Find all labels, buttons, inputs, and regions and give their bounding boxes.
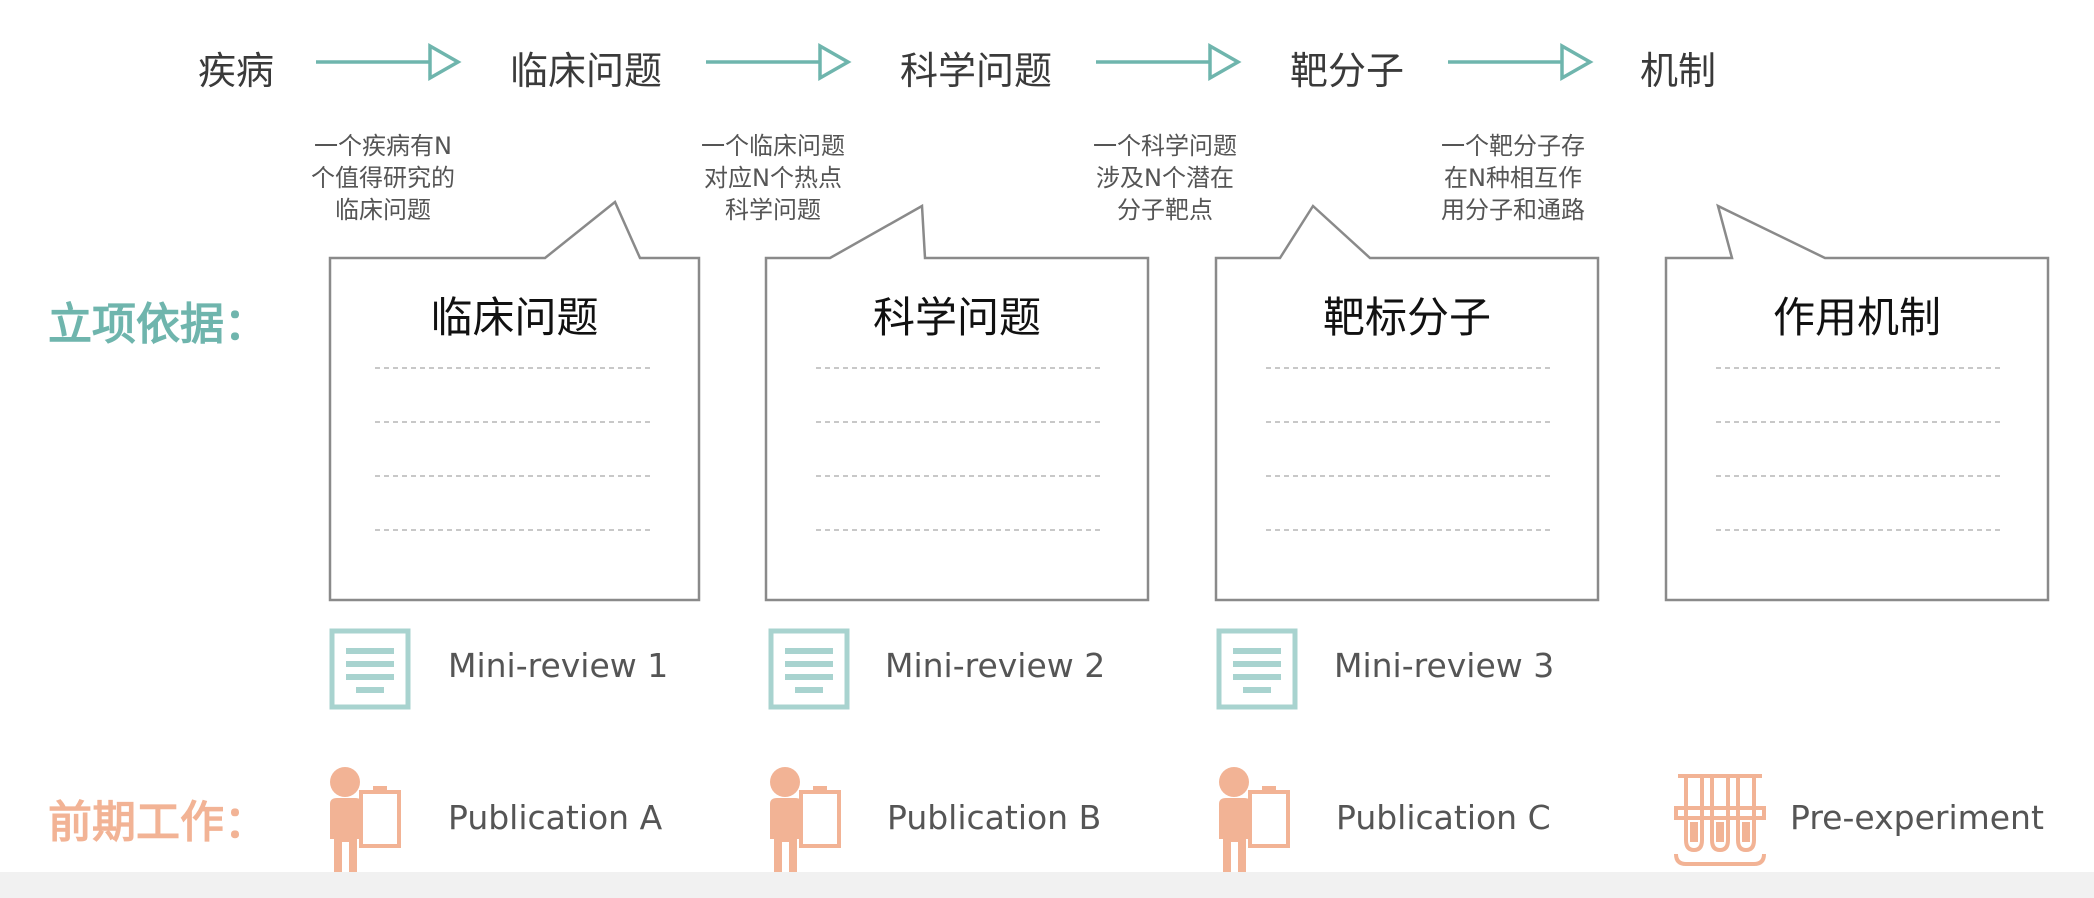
speech-bubble-box-3 (1214, 204, 1600, 602)
flow-step-target: 靶分子 (1290, 49, 1405, 93)
box-title-scientific: 科学问题 (872, 293, 1041, 342)
box-title-clinical: 临床问题 (430, 293, 599, 342)
flow-step-scientific: 科学问题 (900, 49, 1053, 93)
document-icon (329, 628, 411, 710)
flow-step-disease: 疾病 (198, 49, 275, 93)
researcher-clipboard-icon (1219, 767, 1290, 872)
researcher-clipboard-icon (330, 767, 401, 872)
speech-bubble-box-1 (328, 200, 701, 602)
researcher-clipboard-icon (770, 767, 841, 872)
mini-review-3: Mini-review 3 (1334, 646, 1555, 685)
basis-boxes (328, 200, 2050, 602)
flow-arrows (316, 42, 1594, 82)
speech-bubble-box-4 (1664, 203, 2050, 602)
box-title-mechanism: 作用机制 (1772, 293, 1941, 342)
mini-review-2: Mini-review 2 (885, 646, 1106, 685)
publication-b: Publication B (887, 798, 1102, 837)
document-icon (768, 628, 850, 710)
pre-experiment: Pre-experiment (1790, 798, 2044, 837)
mini-review-1: Mini-review 1 (448, 646, 669, 685)
document-icon (1216, 628, 1298, 710)
publication-a: Publication A (448, 798, 663, 837)
test-tubes-icon (1674, 774, 1766, 866)
arrow-icon (1096, 42, 1242, 82)
flow-note-3: 一个科学问题涉及N个潜在分子靶点 (1093, 132, 1237, 224)
prior-work-label: 前期工作： (48, 797, 268, 848)
box-title-target: 靶标分子 (1322, 293, 1491, 342)
basis-label: 立项依据： (48, 299, 268, 350)
flow-step-clinical: 临床问题 (510, 49, 663, 93)
arrow-icon (1448, 42, 1594, 82)
bottom-strip (0, 872, 2094, 898)
speech-bubble-box-2 (764, 203, 1150, 602)
arrow-icon (316, 42, 462, 82)
arrow-icon (706, 42, 852, 82)
flow-note-2: 一个临床问题对应N个热点科学问题 (701, 132, 845, 224)
flow-step-mechanism: 机制 (1640, 49, 1717, 93)
publication-c: Publication C (1336, 798, 1551, 837)
flow-note-4: 一个靶分子存在N种相互作用分子和通路 (1441, 132, 1585, 224)
